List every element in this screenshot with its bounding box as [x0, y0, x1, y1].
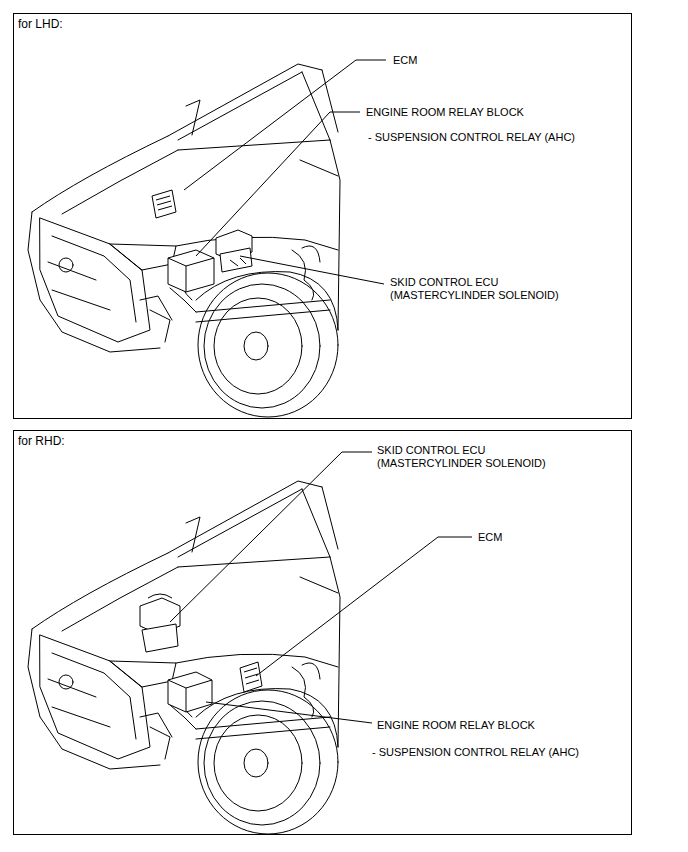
part-label: - SUSPENSION CONTROL RELAY (AHC): [371, 746, 580, 759]
part-label: ECM: [392, 54, 418, 67]
part-label: ENGINE ROOM RELAY BLOCK: [365, 106, 525, 119]
part-label: SKID CONTROL ECU (MASTERCYLINDER SOLENOI…: [389, 276, 560, 302]
part-label: SKID CONTROL ECU (MASTERCYLINDER SOLENOI…: [376, 444, 547, 470]
view-panel: for LHD:: [13, 13, 632, 419]
panel-heading: for LHD:: [18, 17, 63, 31]
view-panel: for RHD:: [13, 430, 632, 835]
part-label: ENGINE ROOM RELAY BLOCK: [376, 719, 536, 732]
panel-heading: for RHD:: [18, 434, 65, 448]
part-label: - SUSPENSION CONTROL RELAY (AHC): [367, 131, 576, 144]
part-label: ECM: [477, 531, 503, 544]
